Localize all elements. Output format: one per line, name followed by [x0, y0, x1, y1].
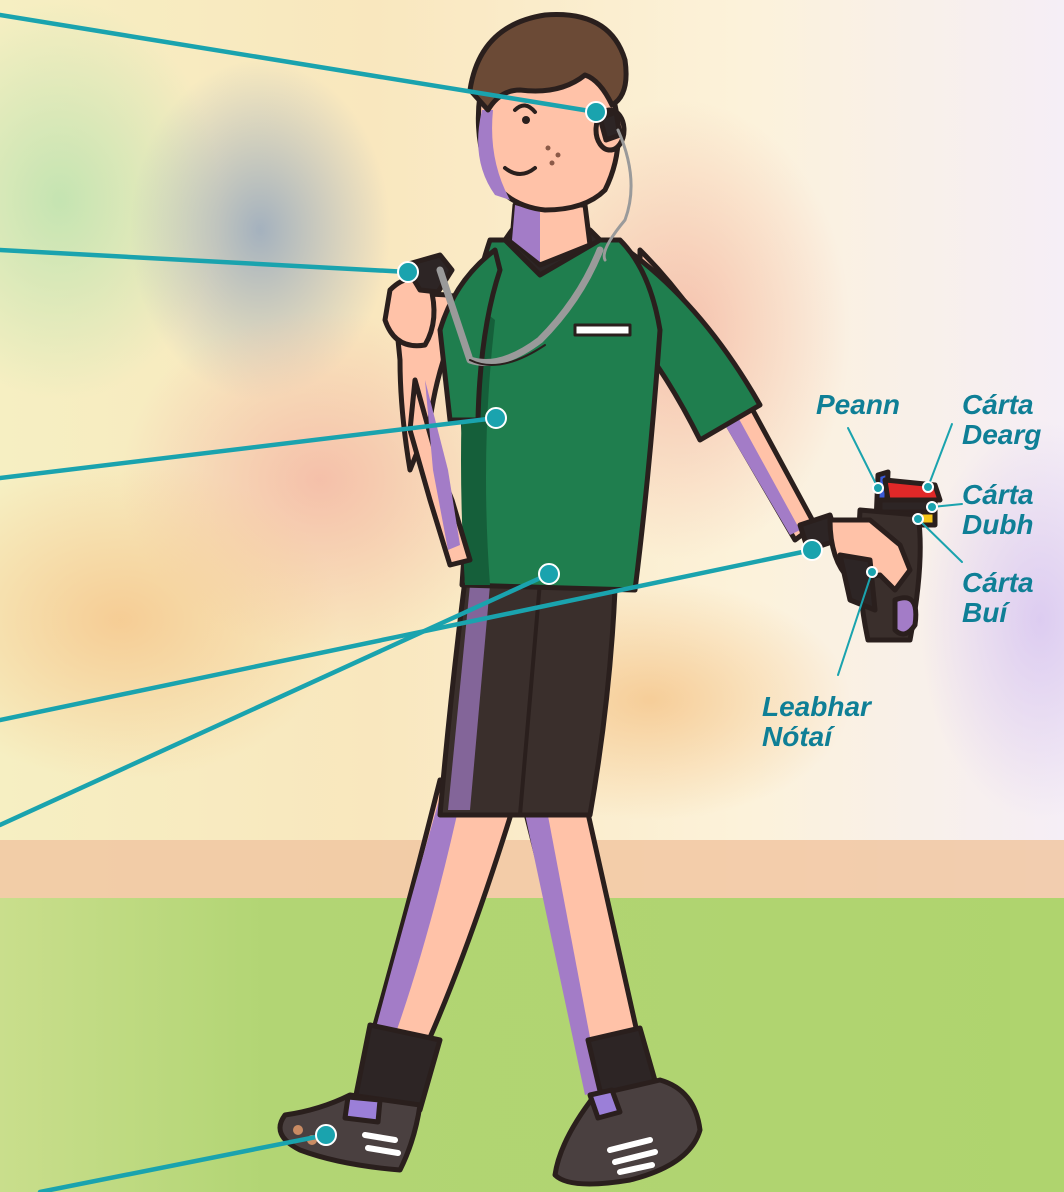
callout-dot-jersey: [486, 408, 506, 428]
label-black-card: Cárta Dubh: [962, 480, 1034, 540]
callout-dot-boot: [316, 1125, 336, 1145]
callout-dot-wristband: [802, 540, 822, 560]
callout-dot-shorts: [539, 564, 559, 584]
label-red-card: Cárta Dearg: [962, 390, 1041, 450]
label-notebook-line2: Nótaí: [762, 722, 871, 752]
callout-dot-notebook: [867, 567, 877, 577]
label-pen: Peann: [816, 390, 900, 420]
grass-field: [0, 898, 1064, 1192]
label-yellow-card-line2: Buí: [962, 598, 1034, 628]
label-red-card-line1: Cárta: [962, 390, 1041, 420]
callout-dot-whistle: [398, 262, 418, 282]
label-red-card-line2: Dearg: [962, 420, 1041, 450]
callout-dot-red-card: [923, 482, 933, 492]
label-black-card-line2: Dubh: [962, 510, 1034, 540]
label-pen-line1: Peann: [816, 390, 900, 420]
label-notebook-line1: Leabhar: [762, 692, 871, 722]
callout-dot-pen: [873, 483, 883, 493]
chest-pocket: [575, 325, 630, 335]
label-yellow-card-line1: Cárta: [962, 568, 1034, 598]
stadium-band: [0, 840, 1064, 900]
callout-dot-yellow-card: [913, 514, 923, 524]
label-notebook: Leabhar Nótaí: [762, 692, 871, 752]
label-yellow-card: Cárta Buí: [962, 568, 1034, 628]
callout-dot-black-card: [927, 502, 937, 512]
label-black-card-line1: Cárta: [962, 480, 1034, 510]
callout-dot-earpiece: [586, 102, 606, 122]
